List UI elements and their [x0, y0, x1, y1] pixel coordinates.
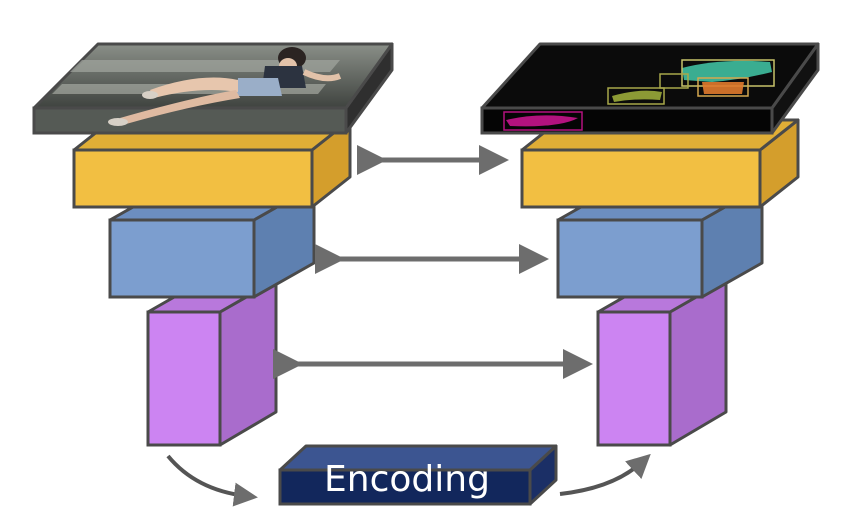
- curved-arrow-to-encoding: [166, 454, 258, 507]
- curved-arrow-from-encoding: [559, 453, 651, 496]
- encoding-label: Encoding: [324, 459, 490, 500]
- encoder-block-purple: [146, 278, 278, 447]
- encoder-block-blue: [108, 184, 316, 299]
- segmentation-mask-icon: [503, 59, 775, 131]
- decoder-block-purple: [596, 278, 728, 447]
- output-segmentation: [480, 42, 820, 135]
- encoding-block: Encoding: [278, 444, 558, 506]
- photo-of-seated-person-icon: [52, 47, 342, 126]
- input-image: [32, 42, 394, 135]
- encoder-block-yellow: [72, 118, 352, 209]
